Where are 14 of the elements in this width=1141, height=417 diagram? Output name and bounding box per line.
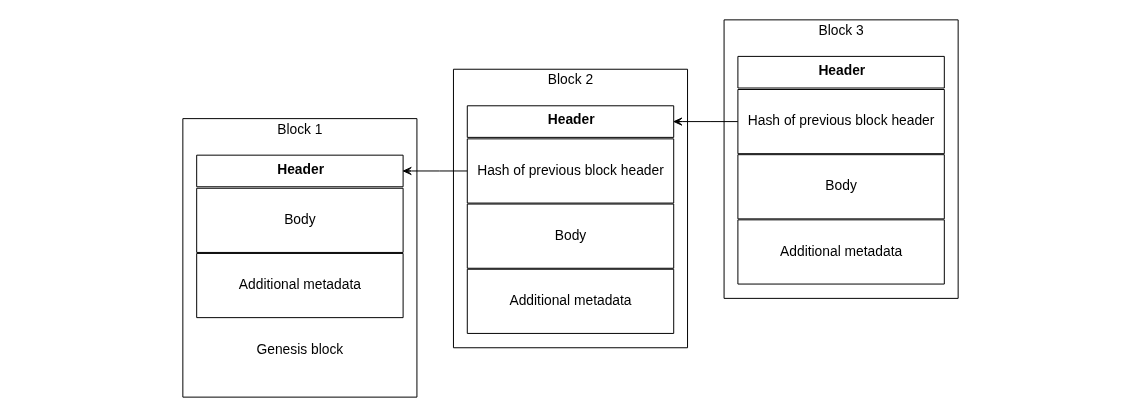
node-box: Additional metadata — [196, 252, 404, 319]
node-box: Additional metadata — [466, 268, 675, 334]
arrow — [673, 117, 739, 126]
node-box: Body — [466, 203, 675, 269]
node-box: Hash of previous block header — [737, 89, 945, 155]
arrow — [402, 166, 468, 176]
node-box: Additional metadata — [737, 219, 945, 285]
node-text: Genesis block — [256, 341, 344, 358]
node-box: Body — [196, 187, 404, 253]
node-box: Header — [196, 154, 404, 188]
node-box: Header — [737, 55, 945, 89]
node-box: Header — [466, 105, 675, 138]
node-box: Body — [737, 154, 945, 220]
node-box: Hash of previous block header — [466, 138, 675, 204]
